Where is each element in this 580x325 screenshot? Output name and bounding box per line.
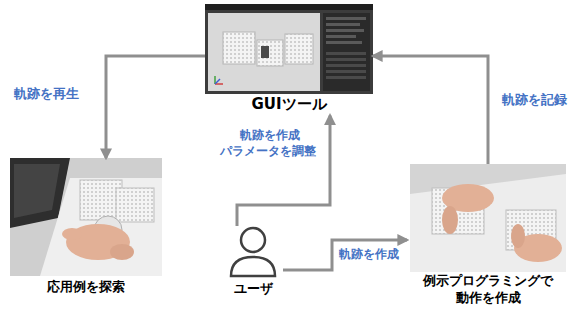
application-photo-part xyxy=(40,178,162,276)
edge-label-box: 軌跡を記録 xyxy=(500,92,570,109)
edge-label-box: 軌跡を作成 パラメータを調整 xyxy=(214,128,324,159)
application-photo-part xyxy=(14,164,60,218)
gui-screenshot xyxy=(205,4,373,94)
edge-label: 軌跡を作成 パラメータを調整 xyxy=(220,128,318,158)
gui-screenshot-part xyxy=(208,13,320,91)
image-area xyxy=(10,158,162,276)
gui-screenshot-part xyxy=(257,40,283,66)
gui-screenshot-part xyxy=(326,70,366,73)
gui-screenshot-part xyxy=(326,35,356,38)
gui-screenshot-part xyxy=(323,13,370,91)
gui-tool-node: GUIツール xyxy=(205,4,373,116)
user-icon-part xyxy=(241,228,265,252)
user-icon xyxy=(231,228,275,276)
gui-screenshot-part xyxy=(326,23,360,26)
application-photo-part xyxy=(110,244,134,260)
demonstration-photo-part xyxy=(410,174,566,272)
image-area xyxy=(223,226,283,278)
user-node: ユーザ xyxy=(223,226,283,299)
demonstration-photo-part xyxy=(511,224,525,248)
demonstration-photo-part xyxy=(410,164,566,272)
edge-label: 軌跡を再生 xyxy=(12,86,81,101)
application-photo-part xyxy=(10,158,162,276)
edge-label-box: 軌跡を再生 xyxy=(12,86,92,103)
demonstration-photo xyxy=(410,164,566,272)
gui-screenshot-part xyxy=(285,34,313,64)
gui-screenshot-part xyxy=(223,32,255,64)
gui-screenshot-part xyxy=(205,4,373,10)
node-label: ユーザ xyxy=(232,280,275,299)
application-photo-part xyxy=(62,228,82,240)
gui-screenshot-part xyxy=(205,4,373,94)
gui-screenshot-part xyxy=(326,29,364,32)
gui-screenshot-part xyxy=(215,79,220,84)
gui-screenshot-part xyxy=(326,41,362,44)
gui-screenshot-part xyxy=(326,58,366,61)
gui-screenshot-part xyxy=(326,64,366,67)
edge-label-box: 軌跡を作成 xyxy=(337,247,403,263)
demonstration-node: 例示プログラミングで 動作を作成 xyxy=(407,164,569,308)
edge-label: 軌跡を作成 xyxy=(337,247,401,261)
node-label: 応用例を探索 xyxy=(45,278,127,297)
flow-arrow xyxy=(106,56,205,158)
application-node: 応用例を探索 xyxy=(10,158,162,297)
gui-screenshot-part xyxy=(261,46,269,58)
node-label: GUIツール xyxy=(249,94,328,116)
application-photo xyxy=(10,158,162,276)
user-icon-part xyxy=(231,257,275,276)
demonstration-photo-part xyxy=(442,206,458,234)
application-photo-part xyxy=(116,188,154,222)
gui-screenshot-part xyxy=(326,76,366,79)
flow-arrow xyxy=(283,240,407,270)
gui-screenshot-part xyxy=(326,52,366,55)
node-label: 例示プログラミングで 動作を作成 xyxy=(411,272,565,308)
edge-label: 軌跡を記録 xyxy=(500,92,569,107)
flow-arrow xyxy=(373,56,488,164)
image-area xyxy=(407,164,569,272)
image-area xyxy=(205,4,373,94)
gui-screenshot-part xyxy=(326,17,366,20)
